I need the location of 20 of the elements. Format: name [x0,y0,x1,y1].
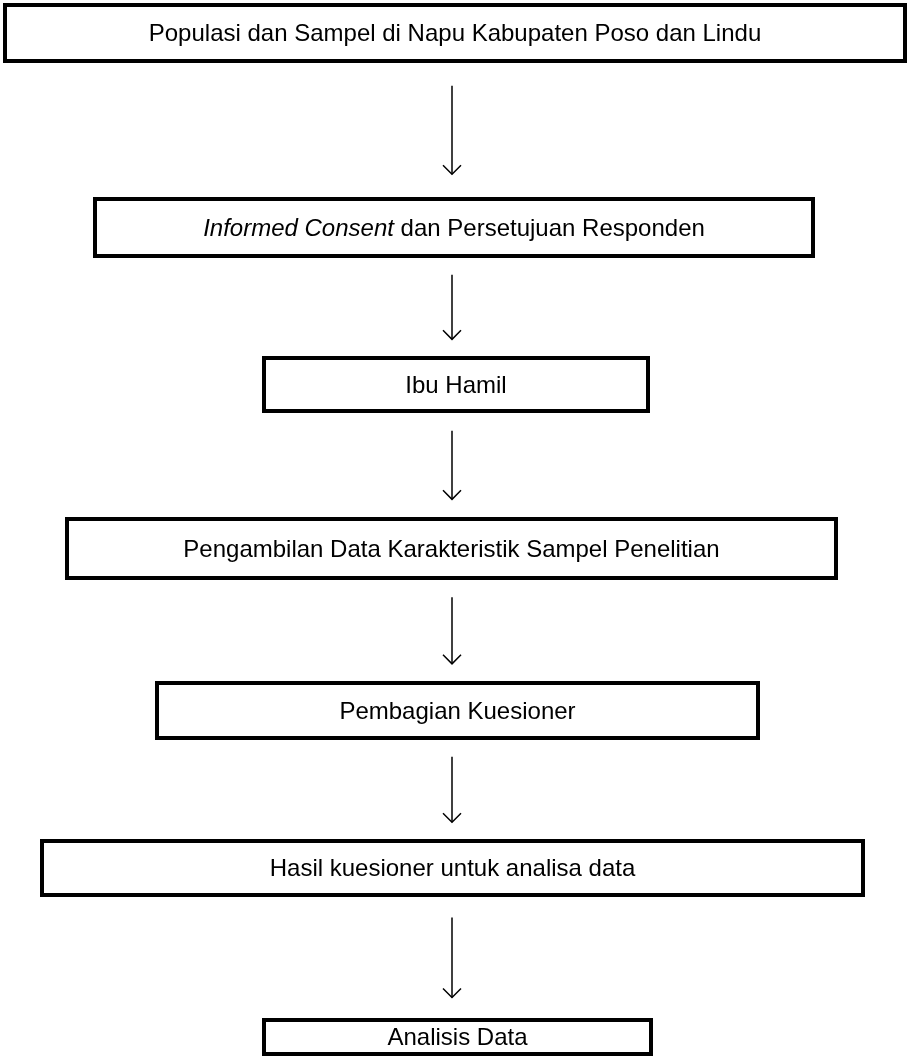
arrow [442,756,462,823]
arrow [442,85,462,175]
process-box [262,356,650,413]
step-label: Populasi dan Sampel di Napu Kabupaten Poso dan Lindu [148,19,762,47]
step-label: Pengambilan Data Karakteristik Sampel Penelitian [183,534,720,563]
process-box [3,3,907,63]
step-label: Ibu Hamil [405,370,507,399]
step-label: Pembagian Kuesioner [339,696,576,725]
process-box [262,1018,653,1056]
process-box [155,681,760,740]
arrow [442,273,462,341]
arrow [442,429,462,501]
arrow [442,596,462,665]
step-label: Hasil kuesioner untuk analisa data [269,854,636,882]
process-box [93,197,815,258]
process-box [65,517,838,580]
arrow [442,916,462,999]
process-box [40,839,865,897]
step-label: Informed Consent dan Persetujuan Responden [203,213,705,242]
step-label: Analisis Data [387,1023,528,1051]
